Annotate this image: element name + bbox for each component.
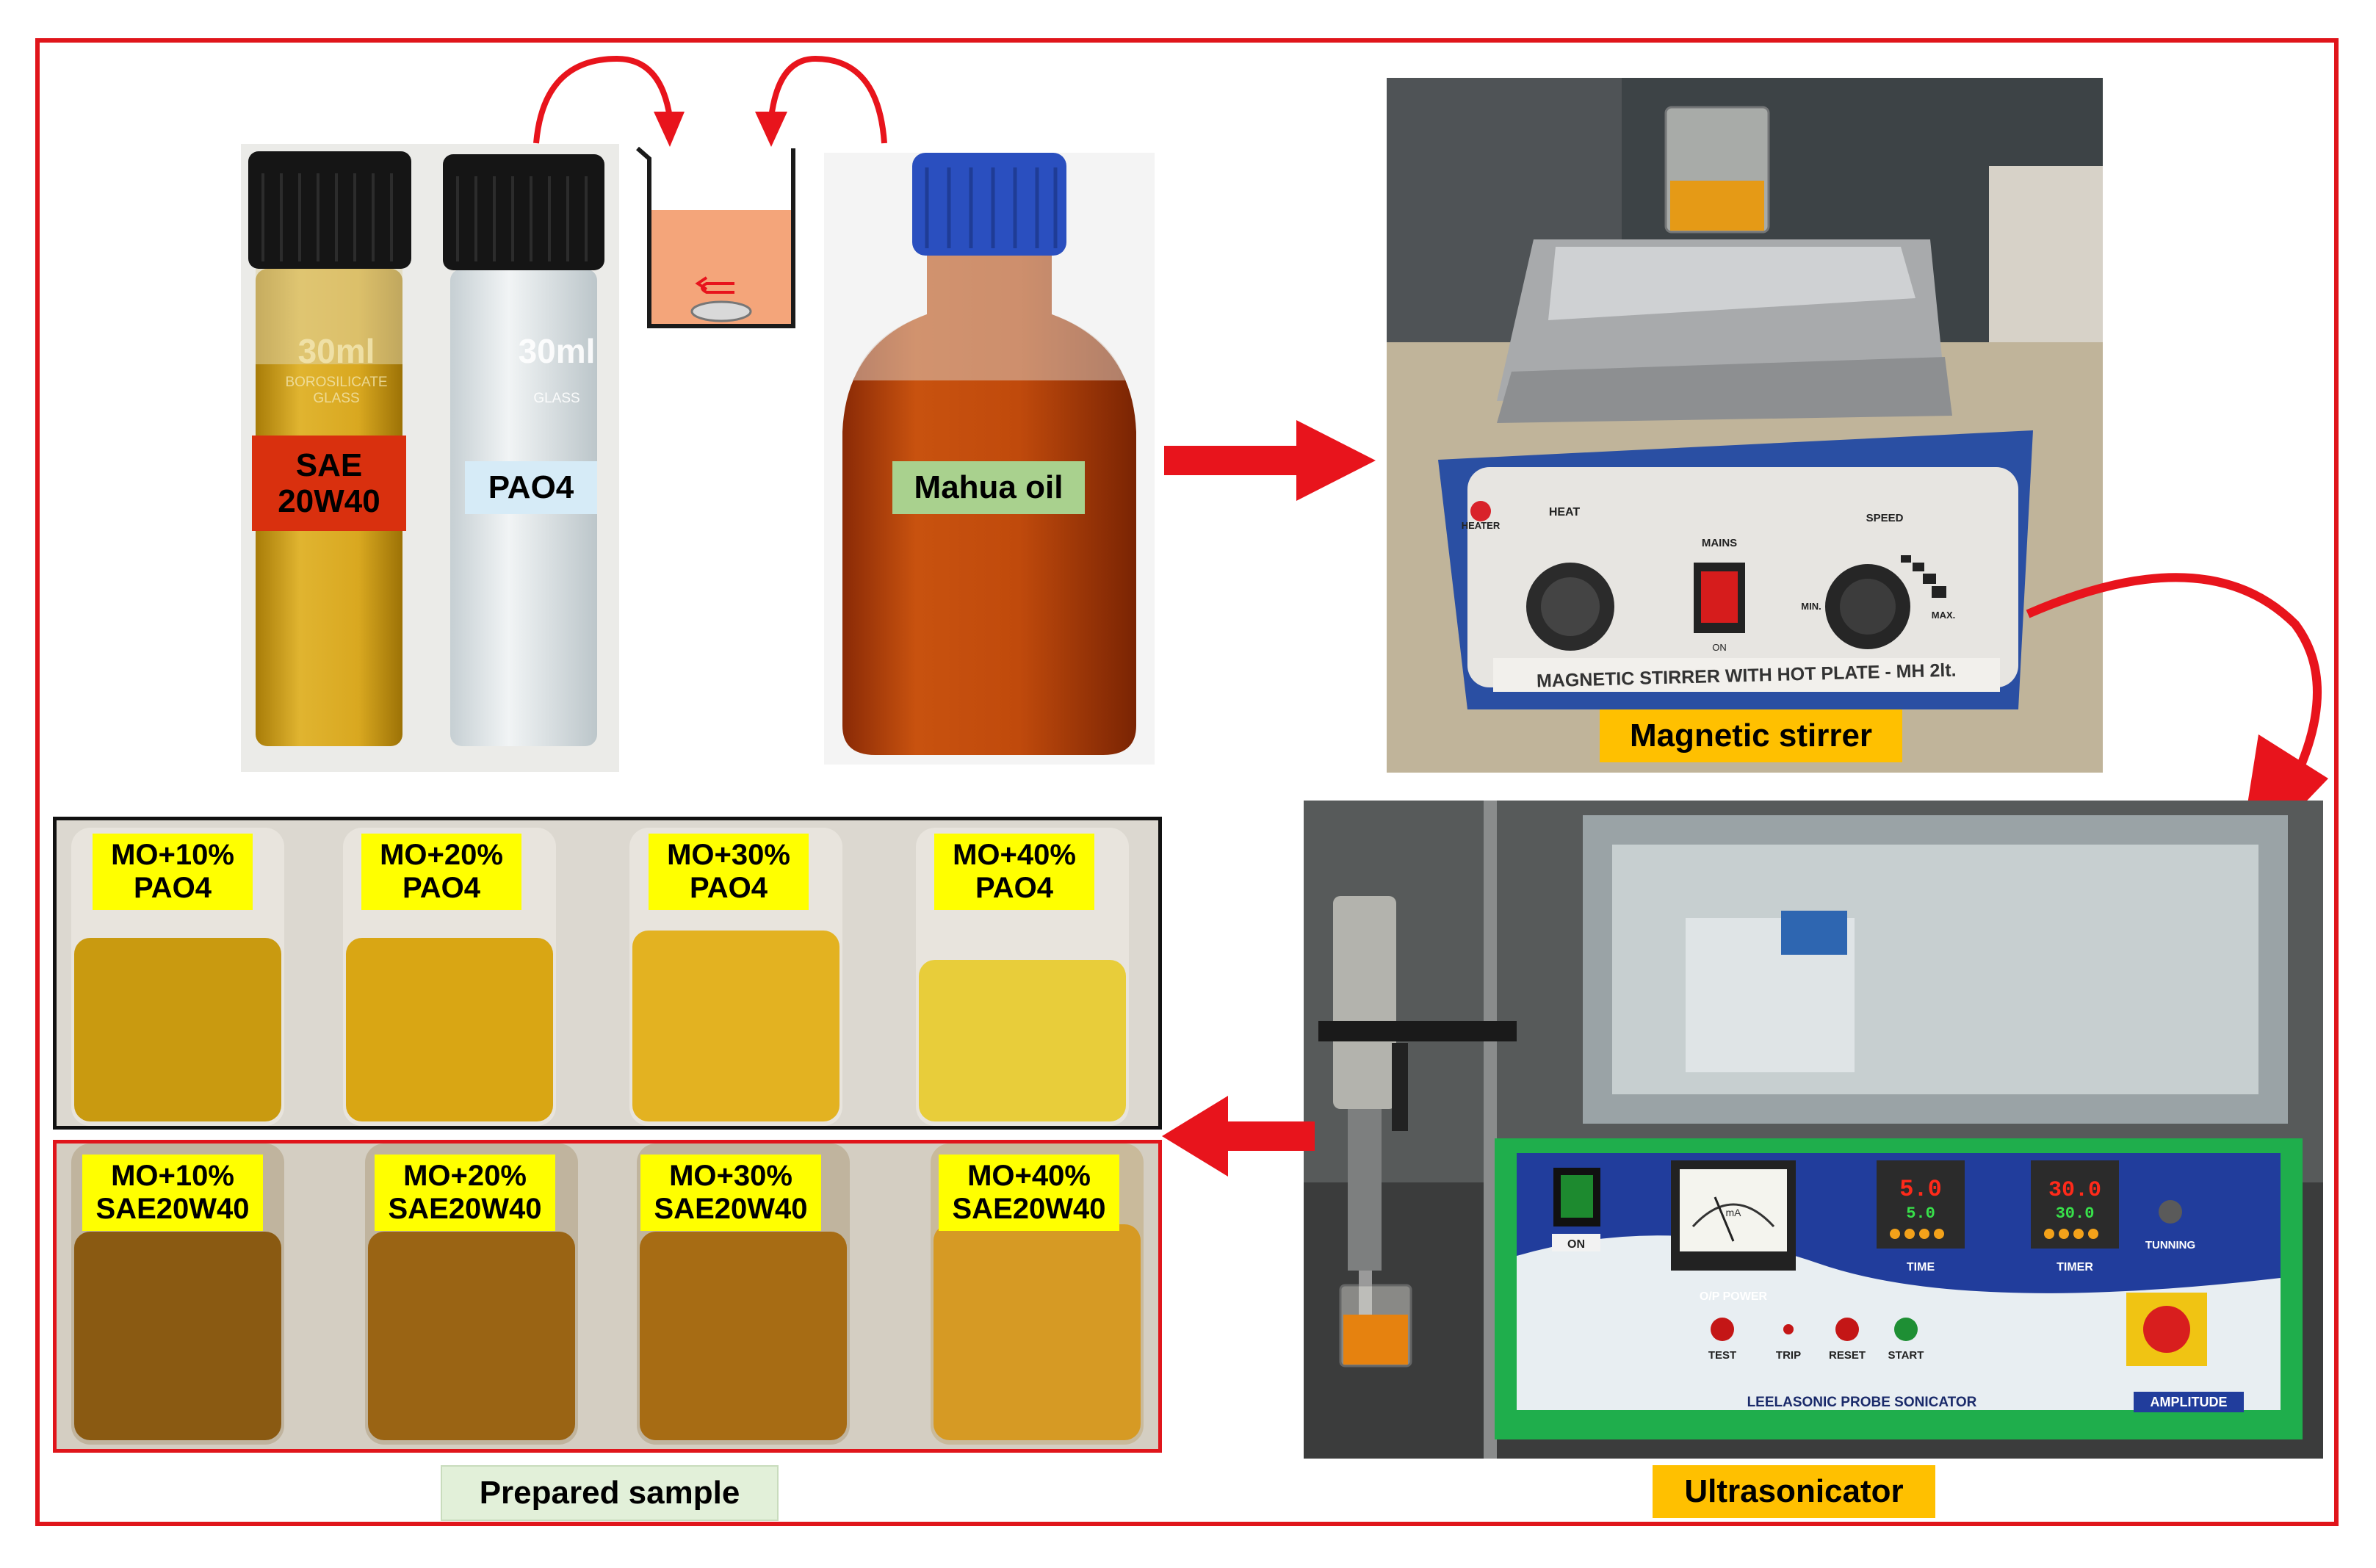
meter-unit-label: mA — [1726, 1207, 1742, 1218]
stirrer-caption-text: Magnetic stirrer — [1629, 718, 1873, 754]
stir-bar — [690, 300, 752, 322]
sonicator-beaker-liquid — [1343, 1315, 1408, 1365]
time-label: TIME — [1907, 1261, 1935, 1273]
sae-sample-label-4-line2: SAE20W40 — [952, 1193, 1106, 1225]
stirrer-beaker-liquid — [1670, 181, 1764, 231]
heater-label: HEATER — [1462, 520, 1501, 531]
pao-label: PAO4 — [465, 461, 597, 514]
pao-sample-label-1-line2: PAO4 — [134, 872, 212, 904]
stirrer-on-label: ON — [1712, 642, 1727, 653]
test-label: TEST — [1708, 1349, 1736, 1362]
sae-sample-label-2: MO+20% SAE20W40 — [375, 1155, 555, 1231]
heat-dial-label: HEAT — [1549, 506, 1581, 519]
trip-label: TRIP — [1776, 1349, 1801, 1362]
mixing-beaker-illustration — [633, 144, 809, 333]
trip-indicator — [1783, 1324, 1794, 1334]
sonicator-probe — [1333, 896, 1396, 1109]
sae-vial-cap — [248, 151, 411, 269]
pao-label-text: PAO4 — [488, 469, 574, 506]
reset-label: RESET — [1829, 1349, 1866, 1362]
pao-vial-cap — [443, 154, 604, 270]
pao-sample-label-1: MO+10% PAO4 — [93, 834, 253, 910]
sae-sample-label-1-line2: SAE20W40 — [95, 1193, 250, 1225]
stirrer-caption: Magnetic stirrer — [1600, 709, 1902, 762]
mahua-bottle-cap — [912, 153, 1066, 256]
samples-caption: Prepared sample — [441, 1465, 779, 1521]
pao-sample-label-3-line1: MO+30% — [667, 839, 790, 872]
test-button — [1711, 1318, 1734, 1341]
pao-sample-label-1-line1: MO+10% — [111, 839, 234, 872]
curved-arrow-right — [755, 55, 887, 147]
pao-vial-marking: 30ml — [519, 332, 596, 370]
timer-label: TIMER — [2057, 1261, 2093, 1273]
sonicator-brand-text: LEELASONIC PROBE SONICATOR — [1747, 1395, 1977, 1410]
timer-display-bottom: 30.0 — [2056, 1204, 2095, 1223]
pao-sample-label-2-line1: MO+20% — [380, 839, 503, 872]
sae-sample-label-3-line2: SAE20W40 — [654, 1193, 808, 1225]
sonicator-caption-text: Ultrasonicator — [1684, 1473, 1904, 1510]
arrow-to-stirrer — [1164, 420, 1376, 501]
sonicator-stand — [1484, 801, 1497, 1459]
pao-sample-label-3-line2: PAO4 — [690, 872, 768, 904]
sae-sample-label-4-line1: MO+40% — [967, 1160, 1091, 1193]
mahua-bottle-photo — [824, 153, 1155, 765]
mains-label: MAINS — [1702, 537, 1737, 549]
sae-label-line2: 20W40 — [278, 483, 380, 519]
speed-min-label: MIN. — [1801, 601, 1821, 612]
curved-arrow-left — [533, 55, 685, 147]
outer-frame — [35, 38, 2339, 1526]
sae-sample-label-4: MO+40% SAE20W40 — [939, 1155, 1119, 1231]
samples-caption-text: Prepared sample — [479, 1475, 740, 1511]
pao-vial-marking-sub2: GLASS — [533, 391, 579, 406]
pao-sample-label-4-line1: MO+40% — [953, 839, 1076, 872]
sonicator-on-label: ON — [1567, 1238, 1585, 1251]
sae-sample-label-2-line1: MO+20% — [403, 1160, 527, 1193]
start-label: START — [1888, 1349, 1924, 1362]
amplitude-label: AMPLITUDE — [2151, 1395, 2228, 1409]
mahua-label: Mahua oil — [892, 461, 1085, 514]
start-button — [1894, 1318, 1918, 1341]
sae-sample-label-1: MO+10% SAE20W40 — [82, 1155, 263, 1231]
sae-vial-marking-sub2: GLASS — [313, 391, 359, 406]
magnetic-stirrer-photo: HEAT HEATER MAINS ON SPEED MIN. MAX. MAG… — [1387, 78, 2103, 773]
speed-label: SPEED — [1866, 512, 1904, 524]
tunning-knob — [2159, 1200, 2182, 1224]
sae-vial-marking-sub1: BOROSILICATE — [285, 375, 387, 390]
time-display-bottom: 5.0 — [1906, 1204, 1935, 1223]
pao-sample-label-2-line2: PAO4 — [402, 872, 480, 904]
sae-label: SAE 20W40 — [252, 436, 406, 531]
pao-sample-label-2: MO+20% PAO4 — [361, 834, 521, 910]
pao-sample-label-4-line2: PAO4 — [975, 872, 1053, 904]
mahua-label-text: Mahua oil — [914, 469, 1064, 506]
pao-sample-label-3: MO+30% PAO4 — [649, 834, 809, 910]
ultrasonicator-photo: ON mA O/P POWER 5.0 5.0 TIME 30.0 30.0 T… — [1304, 801, 2323, 1459]
sae-sample-label-2-line2: SAE20W40 — [388, 1193, 542, 1225]
sae-sample-label-1-line1: MO+10% — [111, 1160, 234, 1193]
sae-label-line1: SAE — [295, 447, 363, 483]
timer-display-top: 30.0 — [2048, 1178, 2101, 1203]
op-power-label: O/P POWER — [1700, 1290, 1768, 1303]
sae-sample-label-3-line1: MO+30% — [669, 1160, 792, 1193]
tunning-label: TUNNING — [2145, 1239, 2195, 1251]
speed-max-label: MAX. — [1932, 610, 1956, 621]
pao-sample-label-4: MO+40% PAO4 — [934, 834, 1094, 910]
reset-button — [1835, 1318, 1859, 1341]
arrow-to-samples — [1162, 1096, 1315, 1177]
time-display-top: 5.0 — [1899, 1176, 1942, 1203]
sae-sample-label-3: MO+30% SAE20W40 — [640, 1155, 821, 1231]
sae-vial-marking: 30ml — [298, 332, 375, 370]
sonicator-caption: Ultrasonicator — [1653, 1465, 1935, 1518]
